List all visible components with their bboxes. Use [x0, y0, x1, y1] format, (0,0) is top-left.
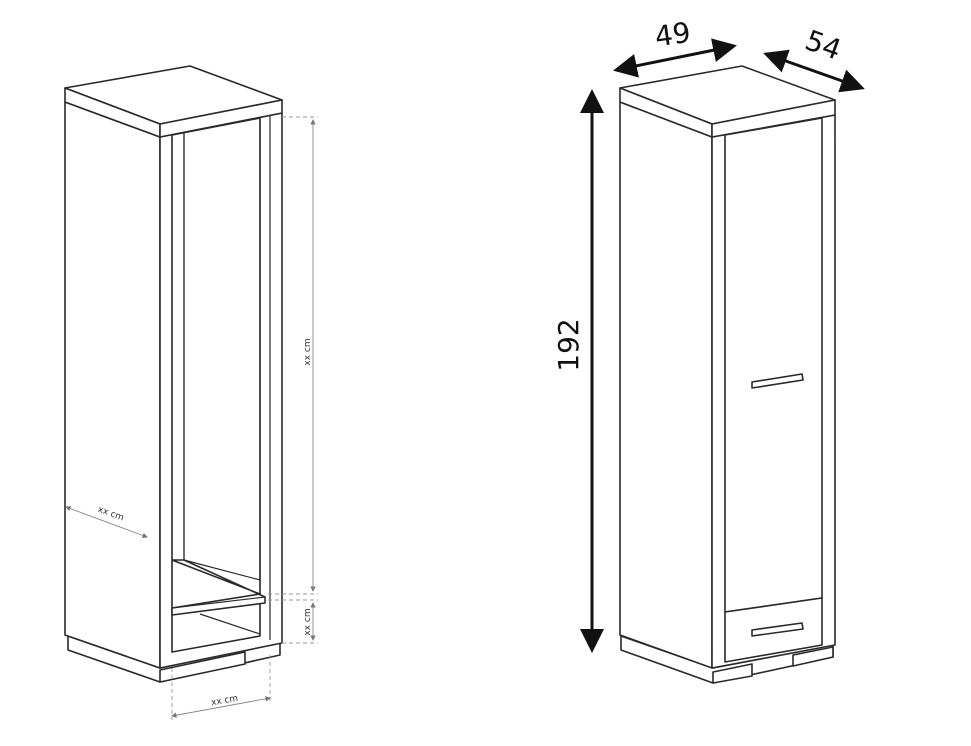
- foot-front-left: [712, 663, 753, 684]
- depth-arrow: [763, 49, 865, 93]
- left-dimensions: xx cm xx cm xx cm xx cm: [65, 116, 318, 720]
- left-cabinet-open: [64, 65, 283, 683]
- height-value: 192: [552, 318, 585, 371]
- side-panel: [64, 101, 161, 669]
- width-value: 49: [653, 16, 693, 54]
- right-cabinet-closed: [619, 65, 836, 684]
- side-panel: [619, 101, 713, 669]
- foot-front: [159, 651, 246, 683]
- door-handle: [751, 373, 804, 389]
- dim-label-upper-height: xx cm: [303, 338, 313, 365]
- shelf: [171, 559, 266, 616]
- dim-label-lower-height: xx cm: [303, 608, 313, 635]
- interior-opening: [171, 117, 261, 653]
- dim-label-width: xx cm: [210, 694, 239, 709]
- depth-value: 54: [801, 23, 846, 66]
- drawer-handle: [751, 622, 804, 637]
- foot-front-right: [792, 646, 834, 667]
- width-arrow: [613, 38, 737, 78]
- door: [724, 117, 823, 613]
- right-dimensions: 192 49 54: [552, 16, 865, 653]
